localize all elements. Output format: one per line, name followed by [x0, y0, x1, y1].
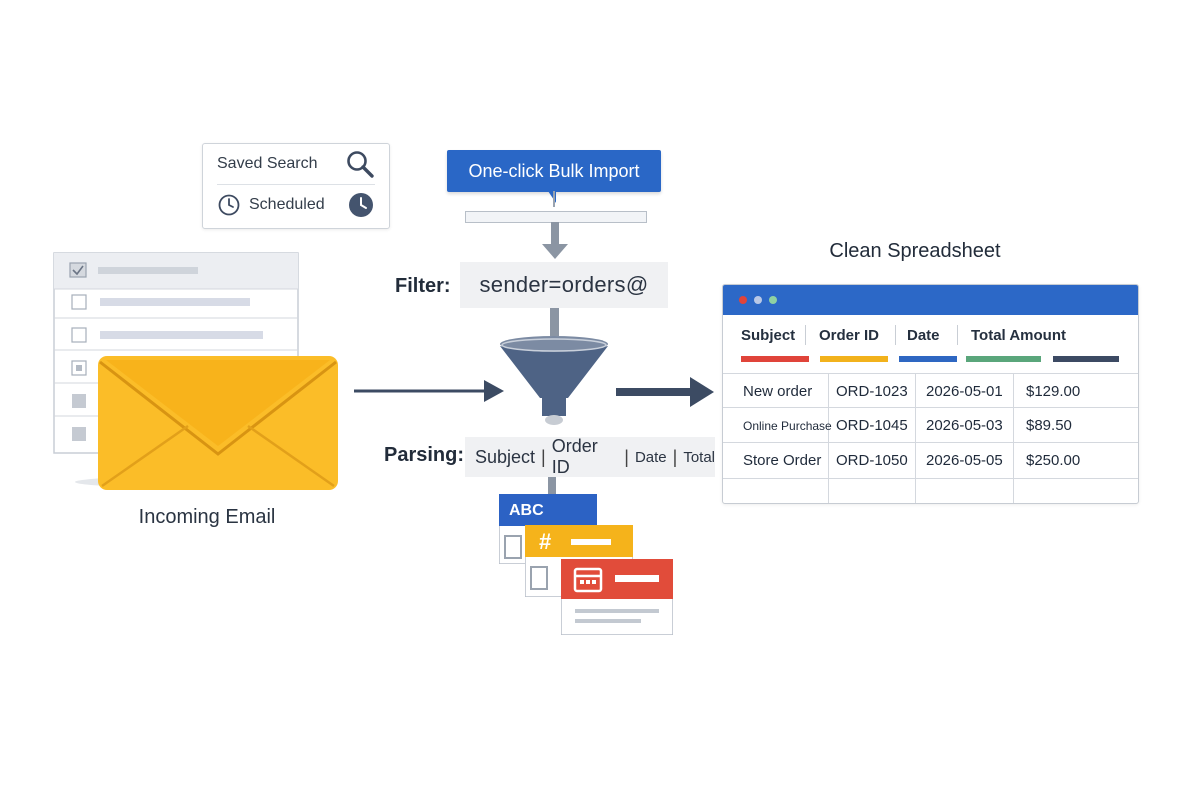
- cell-r2-order-id[interactable]: ORD-1045: [836, 417, 908, 434]
- cell-r2-total[interactable]: $89.50: [1026, 417, 1072, 434]
- incoming-email-label: Incoming Email: [138, 506, 276, 528]
- parse-field-total: Total: [683, 448, 715, 466]
- bulk-import-button[interactable]: One-click Bulk Import: [447, 150, 661, 192]
- col-header-subject: Subject: [741, 327, 796, 344]
- spreadsheet-titlebar: [723, 285, 1138, 315]
- arrow-right-icon: [354, 380, 504, 402]
- scheduled-row[interactable]: Scheduled: [217, 185, 375, 225]
- cell-r2-date[interactable]: 2026-05-03: [926, 417, 1003, 434]
- color-bar-2: [820, 356, 888, 362]
- magnifier-icon: [347, 151, 374, 178]
- cell-r3-subject[interactable]: Store Order: [743, 452, 822, 469]
- parsing-label: Parsing:: [384, 444, 465, 466]
- scheduled-label: Scheduled: [249, 196, 325, 213]
- cell-r1-subject[interactable]: New order: [743, 383, 813, 400]
- close-dot-icon[interactable]: [739, 296, 747, 304]
- clock-icon: [349, 193, 373, 217]
- color-bar-4: [966, 356, 1041, 362]
- col-header-date: Date: [907, 327, 940, 344]
- filter-label: Filter:: [395, 275, 451, 297]
- cell-r3-order-id[interactable]: ORD-1050: [836, 452, 908, 469]
- cell-r3-total[interactable]: $250.00: [1026, 452, 1081, 469]
- envelope-icon: [98, 356, 338, 490]
- number-card-label: #: [539, 529, 552, 554]
- parsing-fields: Subject | Order ID | Date | Total: [465, 436, 715, 477]
- maximize-dot-icon[interactable]: [769, 296, 777, 304]
- parse-field-subject: Subject: [475, 446, 536, 467]
- cell-r1-date[interactable]: 2026-05-01: [926, 383, 1003, 400]
- color-bar-1: [741, 356, 809, 362]
- cell-r1-order-id[interactable]: ORD-1023: [836, 383, 908, 400]
- minimize-dot-icon[interactable]: [754, 296, 762, 304]
- saved-search-card: Saved Search Scheduled: [202, 143, 390, 229]
- clock-outline-icon: [218, 194, 240, 216]
- parse-field-order-id: Order ID: [551, 436, 598, 477]
- arrow-down-icon: [542, 222, 568, 259]
- parse-connector: [548, 477, 556, 497]
- cell-r3-date[interactable]: 2026-05-05: [926, 452, 1003, 469]
- cursor-tail-icon: [548, 191, 556, 207]
- arrow-right-bold-icon: [616, 377, 714, 407]
- color-bar-5: [1053, 356, 1119, 362]
- spreadsheet-title: Clean Spreadsheet: [829, 240, 1001, 262]
- color-bar-3: [899, 356, 957, 362]
- text-card-label: ABC: [509, 502, 544, 519]
- parse-field-date: Date: [634, 448, 667, 466]
- col-header-total-amount: Total Amount: [971, 327, 1066, 344]
- funnel-icon: [500, 308, 608, 425]
- col-header-order-id: Order ID: [819, 327, 880, 344]
- clean-spreadsheet: Subject Order ID Date Total Amount New o…: [722, 284, 1139, 504]
- date-field-card: [560, 558, 674, 636]
- filter-input[interactable]: sender=orders@: [460, 262, 668, 308]
- cell-r1-total[interactable]: $129.00: [1026, 383, 1081, 400]
- saved-search-row[interactable]: Saved Search: [217, 144, 375, 185]
- saved-search-label: Saved Search: [217, 155, 318, 172]
- cell-r2-subject[interactable]: Online Purchase: [743, 419, 832, 433]
